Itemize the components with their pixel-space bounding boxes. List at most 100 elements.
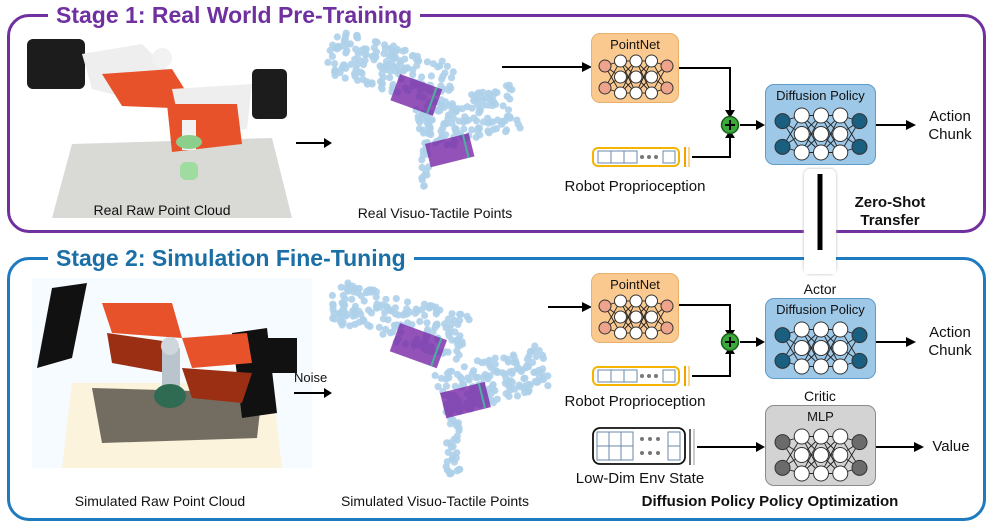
network-node <box>793 428 810 445</box>
noise-label: Noise <box>294 370 328 385</box>
critic-mlp-block: MLP <box>765 405 876 486</box>
network-node <box>793 107 810 124</box>
arrow-right-icon <box>294 388 332 398</box>
network-node <box>629 86 643 100</box>
network-node <box>598 321 612 335</box>
network-node <box>614 294 627 308</box>
network-node <box>598 81 612 95</box>
tactile-sensor-patch <box>425 133 475 168</box>
network-node <box>832 144 849 161</box>
plus-circle-icon <box>720 115 740 135</box>
robot-proprioception-vector-icon <box>592 366 690 386</box>
network-node <box>629 54 643 68</box>
diffusion-policy-network-icon <box>774 321 868 375</box>
network-node <box>813 465 829 482</box>
mlp-network-icon <box>774 428 868 482</box>
pointnet-network-icon <box>598 294 674 340</box>
tactile-sensor-patch <box>389 323 447 369</box>
network-node <box>793 465 810 482</box>
table-surface <box>52 138 292 218</box>
simulated-points-caption: Simulated Visuo-Tactile Points <box>340 493 530 509</box>
pointnet-label: PointNet <box>610 37 660 52</box>
arrow-right-icon <box>296 138 332 148</box>
network-node <box>851 434 868 451</box>
network-node <box>774 138 791 155</box>
network-node <box>851 352 868 369</box>
network-node <box>813 358 829 375</box>
diffusion-policy-network-icon <box>774 107 868 161</box>
network-node <box>793 340 810 356</box>
network-node <box>851 459 868 476</box>
simulated-raw-point-cloud-image <box>32 278 312 468</box>
network-node <box>598 59 612 73</box>
network-node <box>629 326 643 340</box>
actor-label: Actor <box>803 281 837 297</box>
simulated-raw-caption: Simulated Raw Point Cloud <box>74 493 246 509</box>
real-points-caption: Real Visuo-Tactile Points <box>357 205 513 221</box>
real-raw-caption: Real Raw Point Cloud <box>93 202 231 218</box>
network-node <box>645 86 658 100</box>
network-node <box>614 86 627 100</box>
transfer-gap <box>804 250 836 274</box>
network-node <box>813 340 829 356</box>
network-node <box>645 70 658 84</box>
network-node <box>793 126 810 142</box>
network-node <box>793 144 810 161</box>
network-node <box>832 428 849 445</box>
stage2-frame <box>7 257 986 521</box>
network-node <box>851 327 868 344</box>
method-label: Diffusion Policy Policy Optimization <box>641 493 899 510</box>
network-node <box>660 81 674 95</box>
network-node <box>660 321 674 335</box>
diffusion-policy-block: Diffusion Policy <box>765 84 876 165</box>
arrow-right-icon <box>548 302 592 312</box>
network-node <box>813 428 829 445</box>
network-node <box>832 447 849 463</box>
network-node <box>629 310 643 324</box>
network-node <box>660 299 674 313</box>
action-chunk-output-1: Action Chunk <box>928 108 972 143</box>
network-node <box>614 70 627 84</box>
network-node <box>645 294 658 308</box>
mlp-label: MLP <box>807 409 834 424</box>
network-node <box>629 294 643 308</box>
network-node <box>645 54 658 68</box>
network-node <box>851 113 868 130</box>
network-node <box>832 358 849 375</box>
actor-diffusion-policy-block: Diffusion Policy <box>765 298 876 379</box>
robot-proprioception-label-1: Robot Proprioception <box>564 178 706 195</box>
network-node <box>774 327 791 344</box>
network-node <box>598 299 612 313</box>
pointnet-label-2: PointNet <box>610 277 660 292</box>
network-node <box>629 70 643 84</box>
stage1-title: Stage 1: Real World Pre-Training <box>48 2 421 28</box>
diffusion-policy-label: Diffusion Policy <box>776 88 865 103</box>
network-node <box>813 126 829 142</box>
network-node <box>645 310 658 324</box>
network-node <box>614 310 627 324</box>
real-raw-point-cloud-image <box>27 39 292 218</box>
tactile-sensor-patch <box>440 381 491 419</box>
stage2-title: Stage 2: Simulation Fine-Tuning <box>48 245 414 271</box>
network-node <box>813 447 829 463</box>
network-node <box>832 465 849 482</box>
low-dim-env-state-label: Low-Dim Env State <box>575 470 705 487</box>
pointnet-block-2: PointNet <box>591 273 679 343</box>
action-chunk-output-2: Action Chunk <box>928 324 972 359</box>
network-node <box>774 352 791 369</box>
network-node <box>793 321 810 338</box>
network-node <box>813 107 829 124</box>
real-visuo-tactile-points-image <box>324 29 524 190</box>
simulated-visuo-tactile-points-image <box>328 279 552 478</box>
arrow-right-icon <box>502 62 592 72</box>
network-node <box>645 326 658 340</box>
robot-proprioception-vector-icon <box>592 147 690 167</box>
network-node <box>660 59 674 73</box>
robot-proprioception-label-2: Robot Proprioception <box>564 393 706 410</box>
network-node <box>813 321 829 338</box>
actor-diffusion-policy-label: Diffusion Policy <box>776 302 865 317</box>
network-node <box>832 107 849 124</box>
network-node <box>813 144 829 161</box>
pointnet-block: PointNet <box>591 33 679 103</box>
